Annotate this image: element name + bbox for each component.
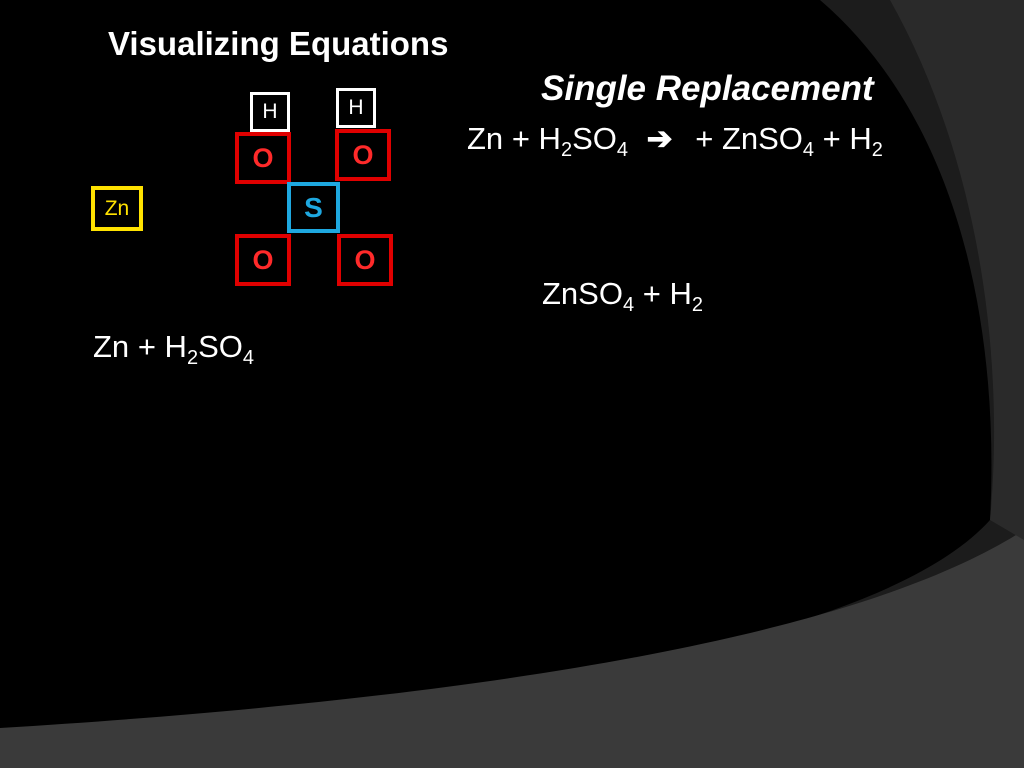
sulfur-atom: S <box>287 182 340 233</box>
oxygen-atom-top-right: O <box>335 129 391 181</box>
eq-plus-3: + <box>822 121 841 156</box>
eq-h2: H <box>849 121 872 156</box>
products-znso: ZnSO <box>542 276 623 311</box>
background-swoosh-edge <box>890 0 1024 540</box>
reactants-plus: + <box>137 329 156 364</box>
products-h-subscript: 2 <box>691 294 703 316</box>
eq-h-subscript: 2 <box>560 139 573 161</box>
eq-h2-subscript: 2 <box>871 139 883 161</box>
hydrogen-atom-right: H <box>336 88 376 128</box>
eq-znso: ZnSO <box>721 121 803 156</box>
full-equation: Zn + H2SO4 ➔ + ZnSO4 + H2 <box>467 121 883 160</box>
reactants-h: H <box>164 329 187 364</box>
products-plus: + <box>642 276 661 311</box>
eq-h: H <box>538 121 561 156</box>
oxygen-atom-bottom-right: O <box>337 234 393 286</box>
slide-title: Visualizing Equations <box>108 25 449 62</box>
oxygen-atom-top-left: O <box>235 132 291 184</box>
products-znso-subscript: 4 <box>622 294 635 316</box>
products-equation: ZnSO4 + H2 <box>542 276 703 315</box>
reactants-equation: Zn + H2SO4 <box>93 329 254 368</box>
reaction-type-heading: Single Replacement <box>541 69 874 108</box>
eq-plus-1: + <box>511 121 530 156</box>
arrow-right-icon: ➔ <box>646 121 673 156</box>
reactants-h-subscript: 2 <box>186 347 199 369</box>
reactants-so-subscript: 4 <box>242 347 254 369</box>
zinc-atom: Zn <box>91 186 143 231</box>
hydrogen-atom-left: H <box>250 92 290 132</box>
products-h: H <box>669 276 692 311</box>
reactants-so: SO <box>198 329 243 364</box>
eq-so: SO <box>572 121 617 156</box>
background-swoosh-light <box>0 530 1024 768</box>
eq-znso-subscript: 4 <box>802 139 815 161</box>
eq-plus-2: + <box>695 121 714 156</box>
reactants-zn: Zn <box>93 329 130 364</box>
eq-so-subscript: 4 <box>616 139 628 161</box>
oxygen-atom-bottom-left: O <box>235 234 291 286</box>
eq-zn: Zn <box>467 121 504 156</box>
